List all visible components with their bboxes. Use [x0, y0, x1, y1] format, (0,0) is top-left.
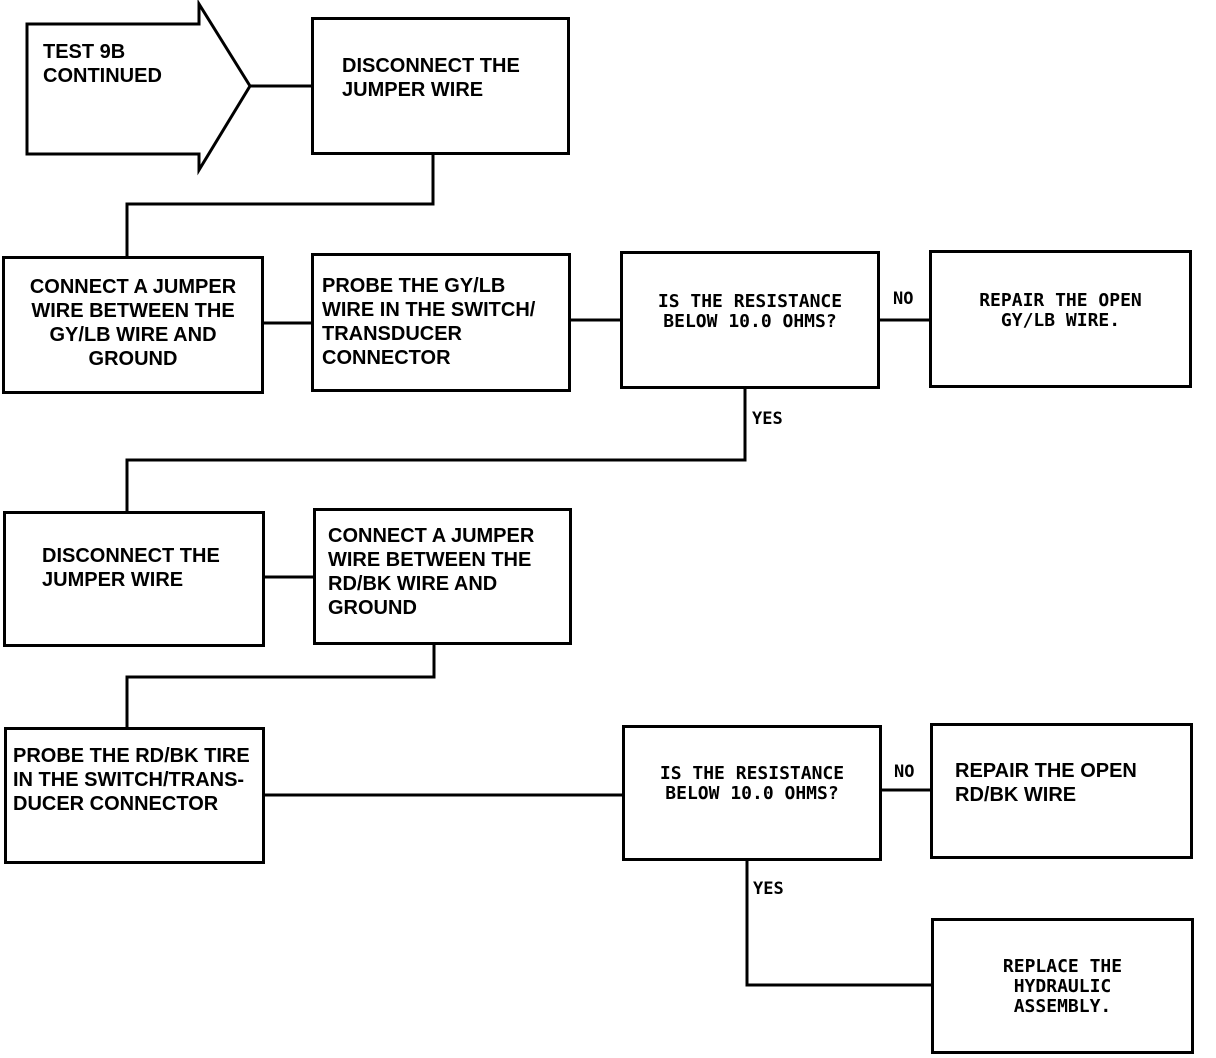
box-line: WIRE BETWEEN THE [31, 300, 235, 322]
box-line: GROUND [328, 597, 417, 619]
box-line: ASSEMBLY. [1013, 996, 1112, 1017]
box-line: IN THE SWITCH/TRANS- [13, 769, 245, 791]
connector-question-1-yes [125, 388, 747, 512]
box-line: DISCONNECT THE [42, 545, 220, 567]
connect-jumper-rdbk-box: CONNECT A JUMPER WIRE BETWEEN THE RD/BK … [313, 508, 572, 645]
yes-label-1: YES [752, 409, 783, 429]
box-line: PROBE THE RD/BK TIRE [13, 745, 250, 767]
box-line: WIRE BETWEEN THE [328, 549, 532, 571]
connector-connect-rdbk-to-probe-rdbk [125, 644, 436, 728]
start-line-2: CONTINUED [43, 65, 162, 87]
box-line: TRANSDUCER [322, 323, 462, 345]
resistance-question-box-1: IS THE RESISTANCE BELOW 10.0 OHMS? [620, 251, 880, 389]
box-line: CONNECT A JUMPER [29, 276, 237, 298]
box-line: GY/LB WIRE. [1000, 310, 1121, 331]
disconnect-jumper-box-2: DISCONNECT THE JUMPER WIRE [3, 511, 265, 647]
box-line: WIRE IN THE SWITCH/ [322, 299, 536, 321]
box-line: REPAIR THE OPEN [955, 760, 1137, 782]
disconnect-jumper-box-1: DISCONNECT THE JUMPER WIRE [311, 17, 570, 155]
box-line: PROBE THE GY/LB [322, 275, 506, 297]
box-line: IS THE RESISTANCE [659, 763, 845, 784]
repair-rdbk-box: REPAIR THE OPEN RD/BK WIRE [930, 723, 1193, 859]
box-line: HYDRAULIC [1013, 976, 1112, 997]
box-line: DISCONNECT THE [342, 55, 520, 77]
start-line-1: TEST 9B [43, 41, 126, 63]
probe-rdbk-box: PROBE THE RD/BK TIRE IN THE SWITCH/TRANS… [4, 727, 265, 864]
start-arrow-text: TEST 9B CONTINUED [43, 40, 162, 88]
no-label-2: NO [894, 762, 915, 782]
box-line: REPLACE THE [1002, 956, 1123, 977]
connector-question-2-yes [745, 860, 932, 987]
replace-hydraulic-box: REPLACE THE HYDRAULIC ASSEMBLY. [931, 918, 1194, 1054]
box-line: REPAIR THE OPEN [979, 290, 1142, 311]
box-line: CONNECT A JUMPER [328, 525, 535, 547]
box-line: RD/BK WIRE [955, 784, 1077, 806]
box-line: GY/LB WIRE AND [49, 324, 217, 346]
yes-label-2: YES [753, 879, 784, 899]
no-label-1: NO [893, 289, 914, 309]
box-line: JUMPER WIRE [42, 569, 184, 591]
connect-jumper-gylb-box: CONNECT A JUMPER WIRE BETWEEN THE GY/LB … [2, 256, 264, 394]
box-line: BELOW 10.0 OHMS? [665, 783, 839, 804]
connector-disconnect-1-to-connect-gylb [125, 155, 435, 258]
box-line: RD/BK WIRE AND [328, 573, 498, 595]
box-line: CONNECTOR [322, 347, 451, 369]
box-line: BELOW 10.0 OHMS? [663, 311, 837, 332]
repair-gylb-box: REPAIR THE OPEN GY/LB WIRE. [929, 250, 1192, 388]
box-line: IS THE RESISTANCE [657, 291, 843, 312]
box-line: GROUND [88, 348, 178, 370]
resistance-question-box-2: IS THE RESISTANCE BELOW 10.0 OHMS? [622, 725, 882, 861]
box-line: JUMPER WIRE [342, 79, 484, 101]
box-line: DUCER CONNECTOR [13, 793, 219, 815]
start-arrow-shape [25, 0, 252, 176]
probe-gylb-box: PROBE THE GY/LB WIRE IN THE SWITCH/ TRAN… [311, 253, 571, 392]
